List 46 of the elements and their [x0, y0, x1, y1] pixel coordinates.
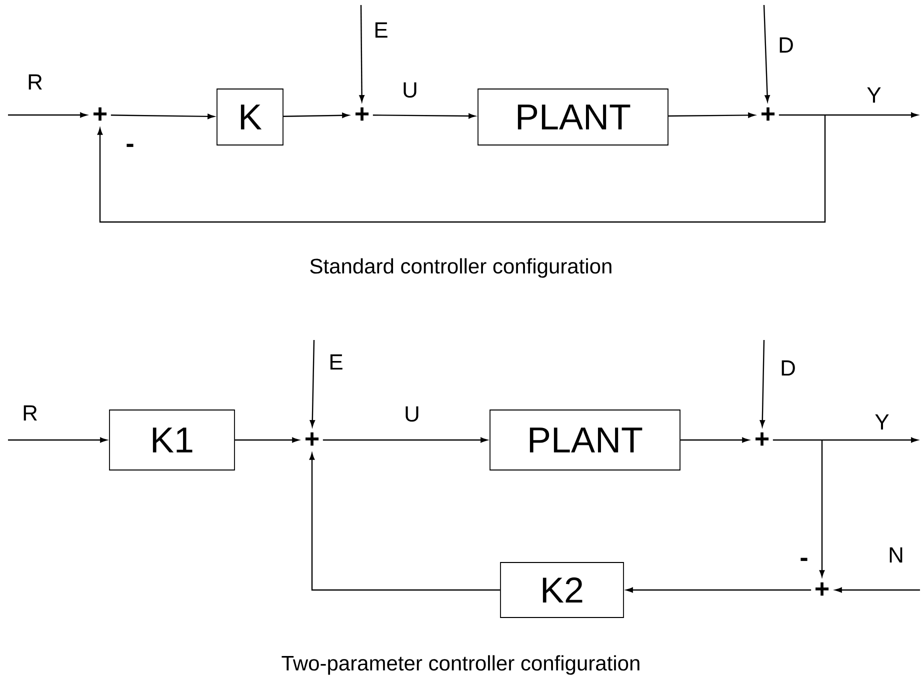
edge-label: U: [404, 82, 416, 98]
arrow: [772, 437, 918, 443]
arrow: [835, 587, 920, 593]
arrow: [283, 112, 349, 118]
arrow: [668, 112, 755, 118]
summing-junction: +: [356, 107, 369, 121]
arrow: [778, 112, 918, 118]
edge-label: R: [28, 74, 42, 90]
block-box: K1: [109, 410, 235, 470]
summing-junction: +: [762, 107, 775, 121]
arrow: [309, 453, 500, 591]
arrow: [763, 4, 770, 102]
summing-junction: +: [756, 432, 769, 446]
caption: Standard controller configuration: [310, 258, 612, 278]
block-box: K2: [500, 562, 624, 618]
edge-label: Y: [875, 414, 889, 430]
edge-label: E: [330, 354, 342, 370]
arrow: [8, 112, 87, 118]
edge-label: Y: [867, 87, 881, 103]
summing-junction: +: [94, 107, 107, 121]
caption: Two-parameter controller configuration: [282, 655, 640, 675]
arrow: [819, 440, 825, 577]
sign-label: -: [800, 558, 808, 561]
summing-junction: +: [306, 432, 319, 446]
edge-label: D: [780, 37, 793, 53]
arrow: [359, 4, 364, 102]
arrow: [234, 437, 299, 443]
edge-label: R: [24, 405, 37, 421]
block-box: PLANT: [478, 88, 668, 146]
block-box: K: [216, 88, 284, 146]
arrow: [372, 113, 476, 119]
arrow: [626, 587, 812, 593]
summing-junction: +: [816, 582, 829, 596]
edge-label: U: [406, 406, 418, 422]
arrow: [8, 437, 107, 443]
arrow: [760, 340, 765, 427]
edge-label: E: [375, 22, 388, 38]
sign-label: -: [126, 144, 134, 147]
edge-label: D: [782, 360, 795, 376]
arrow: [322, 437, 488, 443]
arrow: [110, 114, 214, 120]
block-box: PLANT: [490, 410, 680, 470]
arrow: [680, 437, 749, 443]
arrow: [310, 340, 315, 427]
arrow: [97, 115, 826, 223]
edge-label: N: [890, 547, 902, 563]
